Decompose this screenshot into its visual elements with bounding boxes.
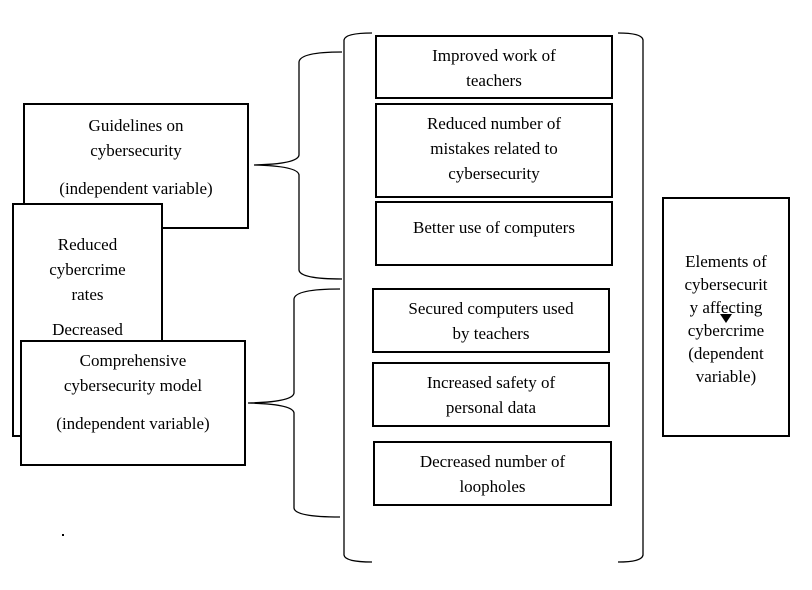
dependent-line: (dependent [688, 344, 764, 363]
hidden-box-line: Reduced [57, 235, 118, 254]
dependent-line: variable) [695, 367, 757, 386]
outer-bracket-right [617, 32, 644, 563]
hidden-box-line: Decreased [52, 320, 123, 339]
outcome-box: Improved work of teachers [375, 35, 613, 99]
outcome-line: Improved work of [432, 46, 556, 65]
hidden-box-line: cybercrime [49, 260, 126, 279]
outcome-line: teachers [466, 71, 522, 90]
model-title-line: Comprehensive [79, 351, 187, 370]
outcome-box: Secured computers used by teachers [372, 288, 610, 353]
upper-brace [253, 51, 343, 280]
outcome-line: Reduced number of [426, 114, 562, 133]
guidelines-title-line: cybersecurity [90, 141, 182, 160]
outcome-box: Reduced number of mistakes related to cy… [375, 103, 613, 198]
outcome-line: by teachers [452, 324, 530, 343]
outcome-box: Decreased number of loopholes [373, 441, 612, 506]
stray-dot [62, 534, 64, 536]
outcome-box: Increased safety of personal data [372, 362, 610, 427]
dependent-variable-box: Elements of cybersecurit y affecting cyb… [662, 197, 790, 437]
lower-brace [247, 288, 341, 518]
guidelines-role: (independent variable) [59, 179, 213, 198]
outcome-line: personal data [445, 398, 537, 417]
hidden-box-line: rates [71, 285, 104, 304]
dependent-line: cybersecurit [684, 275, 768, 294]
dependent-line: Elements of [685, 252, 767, 271]
outcome-line: mistakes related to [430, 139, 558, 158]
outer-bracket-left [343, 32, 373, 563]
outcome-line: Secured computers used [408, 299, 574, 318]
model-role: (independent variable) [56, 414, 210, 433]
outcome-line: Increased safety of [426, 373, 556, 392]
guidelines-title-line: Guidelines on [88, 116, 184, 135]
outcome-line: cybersecurity [448, 164, 540, 183]
outcome-line: Better use of computers [413, 218, 575, 237]
model-title-line: cybersecurity model [63, 376, 203, 395]
dependent-line: y affecting [689, 298, 763, 317]
comprehensive-model-box: Comprehensive cybersecurity model (indep… [20, 340, 246, 466]
dependent-line: cybercrime [687, 321, 765, 340]
outcome-line: loopholes [459, 477, 526, 496]
outcome-line: Decreased number of [419, 452, 566, 471]
outcome-box: Better use of computers [375, 201, 613, 266]
